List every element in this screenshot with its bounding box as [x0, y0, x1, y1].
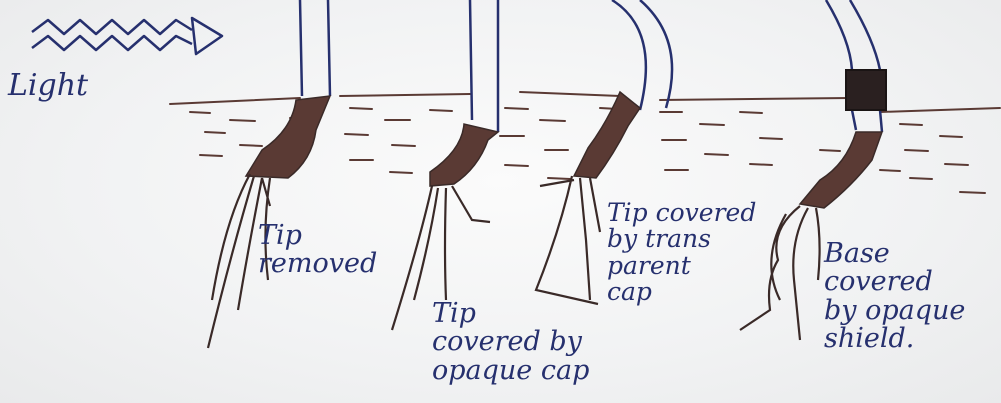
stem-base: [800, 132, 882, 208]
light-arrow-zigzag-bottom: [32, 36, 192, 50]
label-base-opaque-shield: Base covered by opaque shield.: [824, 240, 999, 353]
stem-base: [246, 96, 330, 178]
light-label: Light: [8, 70, 88, 102]
roots: [536, 176, 600, 304]
label-tip-opaque-cap: Tip covered by opaque cap: [432, 300, 612, 385]
stem-base: [574, 92, 640, 178]
light-arrow-zigzag-top: [32, 20, 192, 34]
coleoptile-stump: [300, 0, 330, 96]
coleoptile: [826, 0, 882, 132]
label-tip-transparent-cap: Tip covered by trans parent cap: [607, 200, 767, 305]
label-tip-removed: Tip removed: [258, 222, 398, 279]
light-arrow: [32, 18, 222, 54]
specimen-tip-opaque-cap: [392, 0, 498, 330]
stem-base: [430, 124, 498, 186]
specimen-tip-removed: [208, 0, 330, 348]
light-arrow-head: [192, 18, 222, 54]
coleoptile: [470, 0, 498, 132]
opaque-shield: [846, 70, 886, 110]
